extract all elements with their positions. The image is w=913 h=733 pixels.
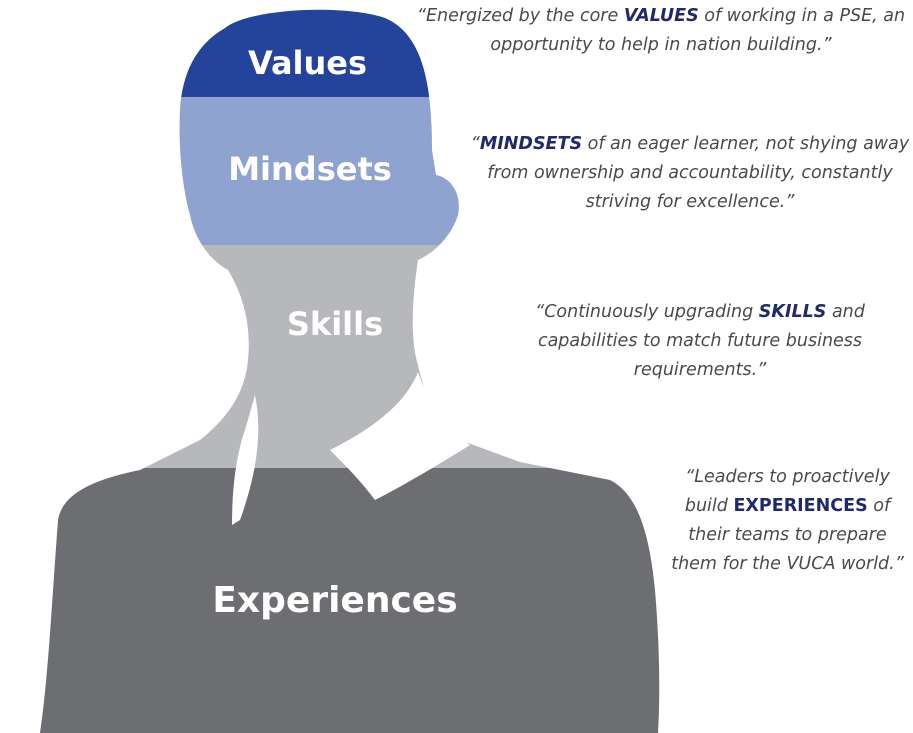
values-quote-pre: “Energized by the core: [416, 6, 624, 26]
experiences-band: [40, 468, 660, 733]
values-quote-post: of working in a PSE, an opportunity to h…: [490, 6, 906, 55]
values-label: Values: [247, 44, 368, 82]
experiences-quote: “Leaders to proactively build EXPERIENCE…: [665, 463, 910, 579]
mindsets-label: Mindsets: [228, 150, 392, 188]
collar-right: [330, 372, 470, 500]
mindsets-quote: “MINDSETS of an eager learner, not shyin…: [470, 130, 910, 217]
values-keyword: VALUES: [623, 6, 699, 26]
skills-label: Skills: [286, 305, 384, 343]
experiences-quote-post: of their teams to prepare them for the V…: [671, 496, 904, 574]
mindsets-quote-post: of an eager learner, not shying away fro…: [487, 134, 910, 212]
mindsets-quote-pre: “: [470, 134, 480, 154]
mindsets-keyword: MINDSETS: [479, 134, 583, 154]
experiences-label: Experiences: [212, 580, 458, 621]
collar-left: [232, 395, 259, 525]
values-quote: “Energized by the core VALUES of working…: [412, 2, 910, 60]
skills-quote: “Continuously upgrading SKILLS and capab…: [520, 298, 880, 385]
skills-keyword: SKILLS: [758, 302, 827, 322]
experiences-quote-pre: “Leaders to proactively build: [684, 467, 890, 516]
experiences-keyword: EXPERIENCES: [733, 496, 868, 516]
skills-quote-post: and capabilities to match future busines…: [537, 302, 865, 380]
skills-quote-pre: “Continuously upgrading: [535, 302, 759, 322]
